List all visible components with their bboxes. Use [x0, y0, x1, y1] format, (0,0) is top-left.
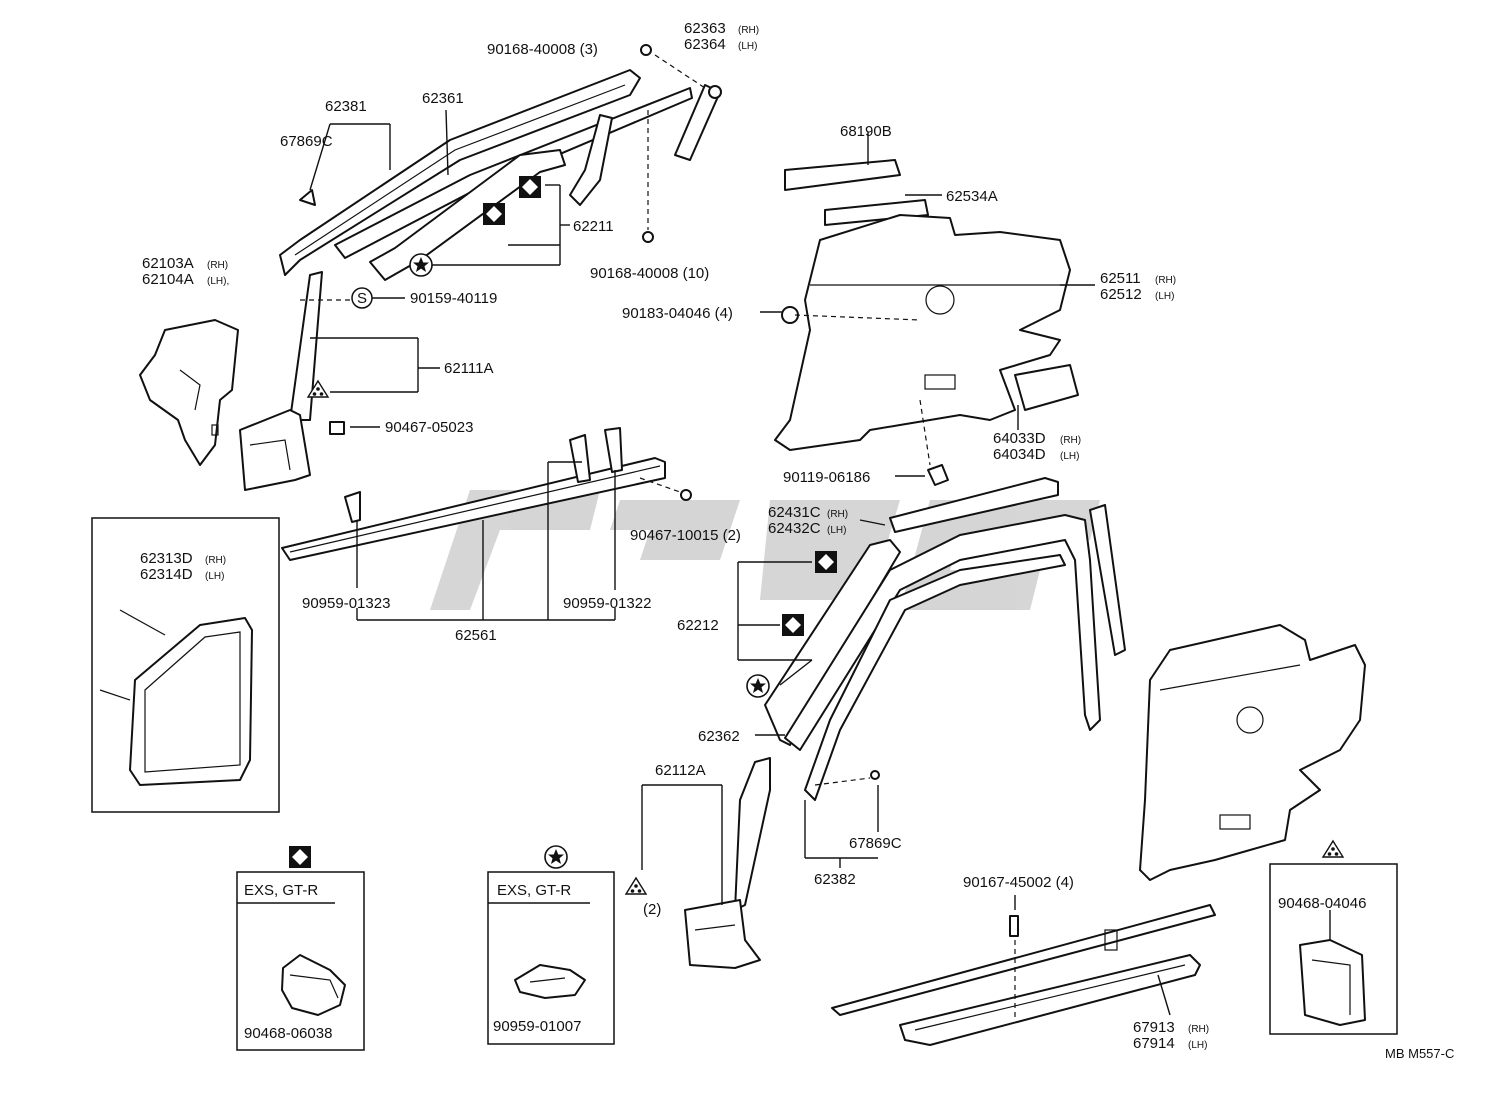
- label-62364: 62364: [684, 36, 726, 53]
- label-62361: 62361: [422, 90, 464, 107]
- label-64034d: 64034D: [993, 446, 1046, 463]
- label-64033d: 64033D: [993, 430, 1046, 447]
- label-62313d: 62313D: [140, 550, 193, 567]
- weatherstrip-inset: [91, 517, 280, 813]
- label-62104a: 62104A: [142, 271, 194, 288]
- label-62111a: 62111A: [444, 360, 494, 377]
- label-67869c-top: 67869C: [280, 133, 333, 150]
- label-90168-40008-3: 90168-40008 (3): [487, 41, 598, 58]
- label-90959-01323: 90959-01323: [302, 595, 390, 612]
- label-62211: 62211: [573, 218, 614, 235]
- label-lh-comma: (LH),: [207, 276, 229, 287]
- b-pillar-trim: [684, 757, 771, 969]
- s-symbol-label: S: [357, 290, 367, 307]
- label-rh: (RH): [738, 25, 759, 36]
- label-67869c-bottom: 67869C: [849, 835, 902, 852]
- s-symbol-icon: [351, 287, 373, 309]
- roof-rail-assembly: [279, 69, 722, 281]
- label-90467-05023: 90467-05023: [385, 419, 473, 436]
- label-lh: (LH): [205, 571, 224, 582]
- label-lh: (LH): [1155, 291, 1174, 302]
- variant-box-clip-04046: [1269, 863, 1398, 1035]
- leader-lines: [300, 54, 1331, 1020]
- label-90159-40119: 90159-40119: [410, 290, 497, 307]
- fastener-clips: [329, 44, 1019, 937]
- label-62511: 62511: [1100, 270, 1141, 287]
- diamond-symbol-icon: [289, 846, 311, 868]
- label-rh: (RH): [827, 509, 848, 520]
- label-62534a: 62534A: [946, 188, 998, 205]
- scuff-plate: [831, 904, 1216, 1046]
- label-90167-45002: 90167-45002 (4): [963, 874, 1074, 891]
- triangle-symbol-icon: [1322, 840, 1344, 858]
- diagram-code: MB M557-C: [1385, 1046, 1454, 1061]
- diamond-symbol-icon: [519, 176, 541, 198]
- label-lh: (LH): [738, 41, 757, 52]
- label-67913: 67913: [1133, 1019, 1175, 1036]
- label-exs-gtr-b: EXS, GT-R: [497, 882, 571, 899]
- label-90468-04046: 90468-04046: [1278, 895, 1366, 912]
- label-90168-40008-10: 90168-40008 (10): [590, 265, 709, 282]
- label-90468-06038: 90468-06038: [244, 1025, 332, 1042]
- label-68190b: 68190B: [840, 123, 892, 140]
- label-lh: (LH): [827, 525, 846, 536]
- variant-box-exs-gtr-clip: [236, 871, 365, 1051]
- label-62382: 62382: [814, 871, 856, 888]
- label-rh: (RH): [205, 555, 226, 566]
- label-62561: 62561: [455, 627, 497, 644]
- label-90959-01322: 90959-01322: [563, 595, 651, 612]
- rear-side-trim: [1139, 624, 1366, 881]
- label-62432c: 62432C: [768, 520, 821, 537]
- part-labels: 90168-40008 (3) 62363 (RH) 62364 (LH) 62…: [140, 20, 1454, 1061]
- label-90119-06186: 90119-06186: [783, 469, 870, 486]
- triangle-symbol-icon: [625, 877, 647, 895]
- diamond-symbol-icon: [782, 614, 804, 636]
- belt-moulding: [889, 477, 1059, 533]
- label-62362: 62362: [698, 728, 740, 745]
- label-rh: (RH): [1188, 1024, 1209, 1035]
- variant-box-exs-gtr-bracket: [487, 871, 615, 1045]
- label-62512: 62512: [1100, 286, 1142, 303]
- label-90183-04046: 90183-04046 (4): [622, 305, 733, 322]
- label-lh: (LH): [1188, 1040, 1207, 1051]
- scuff-rail: [281, 427, 666, 561]
- symbols: S: [289, 176, 1344, 895]
- label-qty-2: (2): [643, 901, 661, 918]
- label-62431c: 62431C: [768, 504, 821, 521]
- label-lh: (LH): [1060, 451, 1079, 462]
- label-rh: (RH): [1060, 435, 1081, 446]
- a-pillar-trim: [139, 319, 239, 466]
- quarter-trim-panel: [774, 159, 1079, 451]
- label-90959-01007: 90959-01007: [493, 1018, 581, 1035]
- label-62212: 62212: [677, 617, 719, 634]
- label-62381: 62381: [325, 98, 367, 115]
- label-62103a: 62103A: [142, 255, 194, 272]
- label-rh: (RH): [207, 260, 228, 271]
- a-pillar-lower-trim: [239, 271, 323, 491]
- diamond-symbol-icon: [483, 203, 505, 225]
- label-62314d: 62314D: [140, 566, 193, 583]
- label-62112a: 62112A: [655, 762, 706, 779]
- label-exs-gtr-a: EXS, GT-R: [244, 882, 318, 899]
- label-90467-10015: 90467-10015 (2): [630, 527, 741, 544]
- label-rh: (RH): [1155, 275, 1176, 286]
- label-62363: 62363: [684, 20, 726, 37]
- rear-pillar-trim: [764, 504, 1126, 801]
- star-symbol-icon: [409, 253, 433, 277]
- star-symbol-icon: [746, 674, 770, 698]
- diamond-symbol-icon: [815, 551, 837, 573]
- star-symbol-icon: [544, 845, 568, 869]
- label-67914: 67914: [1133, 1035, 1175, 1052]
